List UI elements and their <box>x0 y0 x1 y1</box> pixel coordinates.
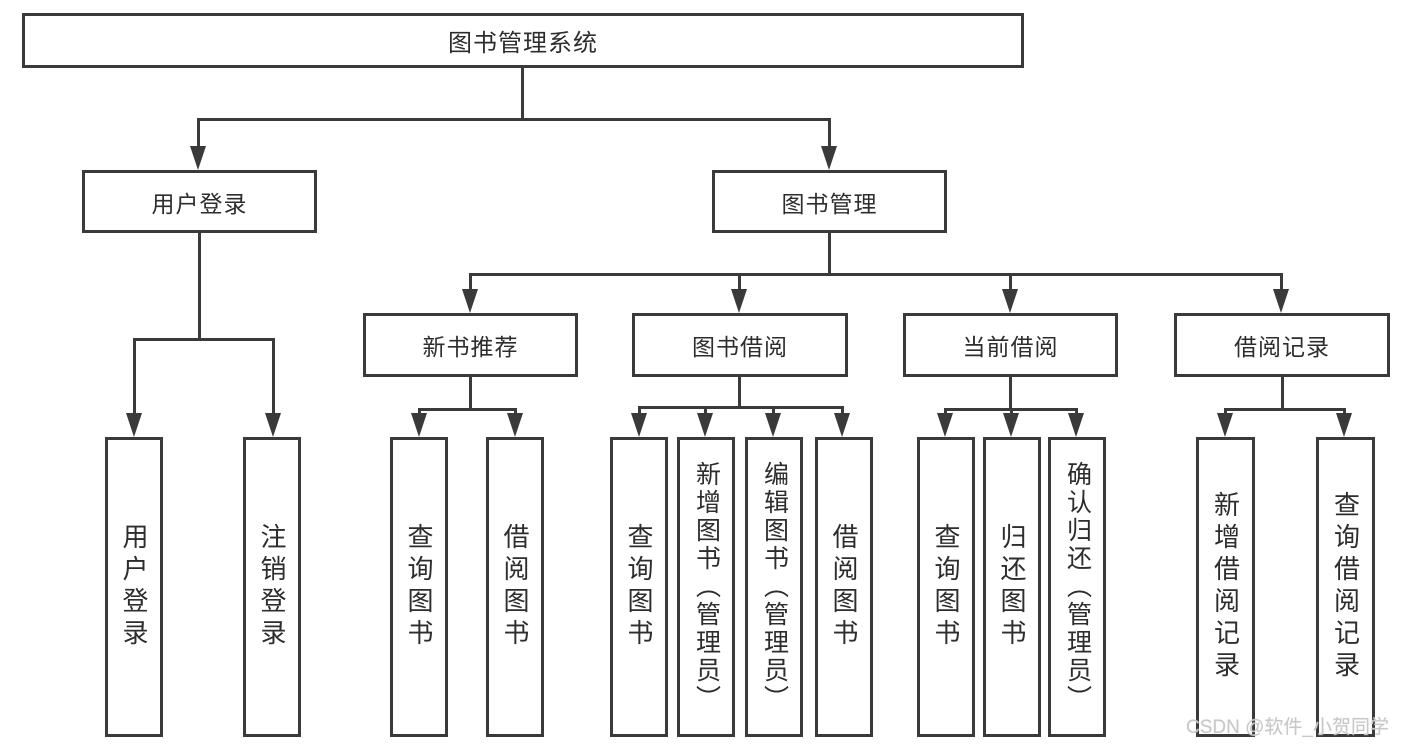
leaf-return-book: 归还图书 <box>983 437 1041 737</box>
connector-drop-book-borrowing <box>738 273 741 293</box>
connector-drop <box>704 406 707 416</box>
leaf-logout: 注销登录 <box>243 437 301 737</box>
arrow-down-icon <box>631 413 647 437</box>
leaf-confirm-return-admin: 确认归还（管理员） <box>1048 437 1106 737</box>
arrow-down-icon <box>1002 289 1018 313</box>
connector-drop-logout <box>272 338 275 416</box>
arrow-down-icon <box>126 413 142 437</box>
arrow-down-icon <box>731 289 747 313</box>
connector-borrowing-records-rail <box>1224 408 1346 411</box>
connector-drop <box>638 406 641 416</box>
arrow-down-icon <box>1336 413 1352 437</box>
arrow-down-icon <box>411 413 427 437</box>
connector-user-login-stem <box>198 233 201 338</box>
leaf-recommend-borrow-book: 借阅图书 <box>486 437 544 737</box>
arrow-down-icon <box>834 413 850 437</box>
connector-book-management-rail <box>469 273 1283 276</box>
connector-drop-login <box>133 338 136 416</box>
leaf-edit-book-admin: 编辑图书（管理员） <box>745 437 803 737</box>
arrow-down-icon <box>462 289 478 313</box>
connector-root-rail <box>197 118 831 121</box>
arrow-down-icon <box>507 413 523 437</box>
arrow-down-icon <box>190 146 206 170</box>
connector-drop <box>841 406 844 416</box>
csdn-watermark: CSDN @软件_小贺同学 <box>1186 717 1389 738</box>
leaf-add-borrow-record: 新增借阅记录 <box>1196 437 1255 737</box>
connector-user-login-rail <box>133 338 275 341</box>
connector-root-stem <box>521 68 524 118</box>
node-user-login: 用户登录 <box>82 170 317 233</box>
leaf-query-borrow-record: 查询借阅记录 <box>1316 437 1375 737</box>
connector-drop <box>772 406 775 416</box>
connector-book-borrowing-stem <box>738 377 741 406</box>
arrow-down-icon <box>1068 413 1084 437</box>
leaf-borrowing-query-book: 查询图书 <box>610 437 668 737</box>
connector-drop-new-book-recommend <box>469 273 472 293</box>
connector-new-book-recommend-rail <box>418 408 517 411</box>
connector-drop-user-login <box>197 118 200 152</box>
connector-book-management-stem <box>828 233 831 273</box>
connector-new-book-recommend-stem <box>469 377 472 408</box>
connector-drop-borrowing-records <box>1280 273 1283 293</box>
node-book-management: 图书管理 <box>712 170 947 233</box>
leaf-add-book-admin: 新增图书（管理员） <box>677 437 735 737</box>
node-new-book-recommend: 新书推荐 <box>363 313 578 377</box>
connector-borrowing-records-stem <box>1281 377 1284 408</box>
arrow-down-icon <box>1217 413 1233 437</box>
leaf-current-query-book: 查询图书 <box>917 437 975 737</box>
connector-drop-current-borrowing <box>1009 273 1012 293</box>
leaf-user-login: 用户登录 <box>105 437 163 737</box>
arrow-down-icon <box>1273 289 1289 313</box>
arrow-down-icon <box>821 146 837 170</box>
node-borrowing-records: 借阅记录 <box>1174 313 1390 377</box>
connector-book-borrowing-rail <box>638 406 844 409</box>
leaf-borrowing-borrow-book: 借阅图书 <box>815 437 873 737</box>
connector-drop-book-management <box>828 118 831 152</box>
arrow-down-icon <box>265 413 281 437</box>
arrow-down-icon <box>937 413 953 437</box>
arrow-down-icon <box>1003 413 1019 437</box>
node-current-borrowing: 当前借阅 <box>903 313 1118 377</box>
arrow-down-icon <box>765 413 781 437</box>
leaf-recommend-query-book: 查询图书 <box>390 437 448 737</box>
arrow-down-icon <box>697 413 713 437</box>
node-book-borrowing: 图书借阅 <box>632 313 848 377</box>
node-root: 图书管理系统 <box>22 13 1024 68</box>
connector-current-borrowing-stem <box>1009 377 1012 408</box>
